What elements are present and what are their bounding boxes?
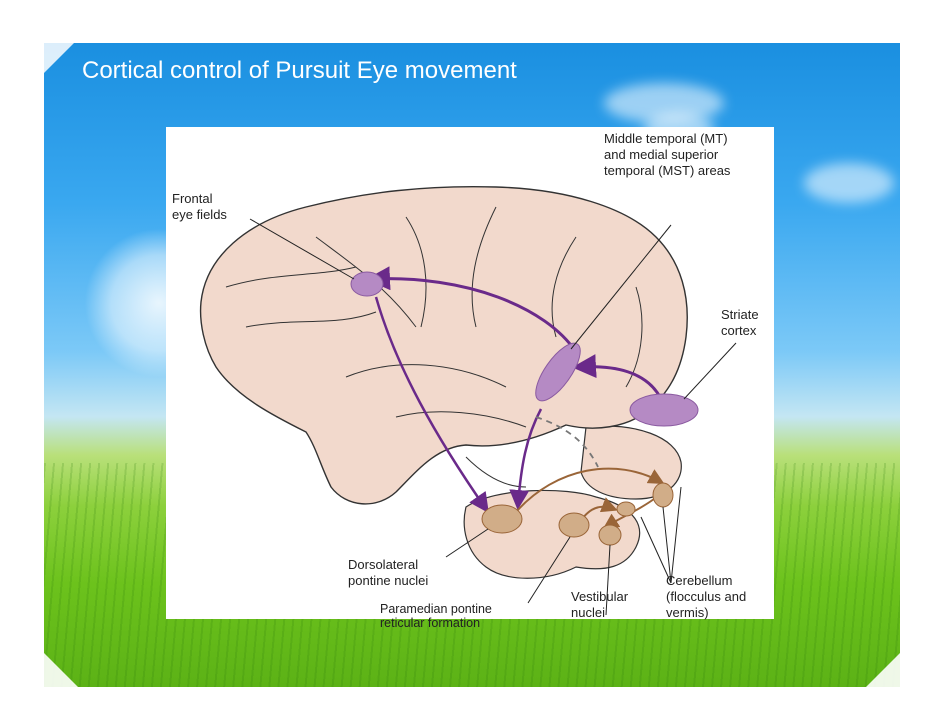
slide-background: Cortical control of Pursuit Eye movement (44, 43, 900, 687)
label-frontal-eye-fields: Frontal eye fields (172, 191, 227, 223)
label-mt-mst: Middle temporal (MT) and medial superior… (604, 131, 730, 179)
leader-line-cerebellum-3 (671, 487, 681, 583)
corner-decoration-bottom-left (44, 653, 78, 687)
corner-decoration-top-left (44, 43, 74, 73)
frontal-eye-fields-area (351, 272, 383, 296)
label-cerebellum: Cerebellum (flocculus and vermis) (666, 573, 746, 621)
label-striate-cortex: Striate cortex (721, 307, 759, 339)
corner-decoration-bottom-right (866, 653, 900, 687)
striate-cortex-area (630, 394, 698, 426)
cloud (804, 163, 894, 203)
sulcus (466, 457, 526, 487)
label-dorsolateral-pontine: Dorsolateral pontine nuclei (348, 557, 428, 589)
slide-title: Cortical control of Pursuit Eye movement (82, 57, 517, 85)
leader-line-cerebellum-2 (663, 507, 671, 583)
leader-line-striate (684, 343, 736, 399)
brain-diagram: Middle temporal (MT) and medial superior… (166, 127, 774, 619)
vestibular-nucleus (599, 525, 621, 545)
cerebellum-vermis (653, 483, 673, 507)
cerebellum-flocculus (617, 502, 635, 516)
paramedian-pontine-nucleus (559, 513, 589, 537)
label-vestibular-nuclei: Vestibular nuclei (571, 589, 628, 621)
brain-illustration (166, 127, 774, 619)
label-paramedian-pontine: Paramedian pontine reticular formation (380, 602, 492, 630)
dorsolateral-pontine-nucleus (482, 505, 522, 533)
